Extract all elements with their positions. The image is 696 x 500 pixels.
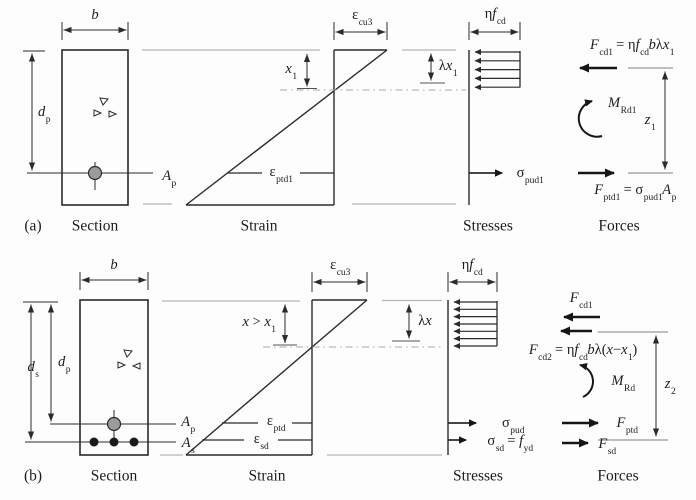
label-b-b: b: [110, 256, 118, 273]
label-ds-b: ds: [27, 358, 39, 380]
panel-a-forces: [577, 63, 673, 178]
panel-b-caption-forces: Forces: [597, 467, 639, 485]
panel-a-stresses: [420, 22, 521, 205]
panel-a-reference-lines: [142, 49, 456, 205]
label-esd-b: εsd: [253, 430, 269, 452]
moment-arc-a: [577, 99, 603, 138]
label-spud1-a: σpud1: [516, 164, 544, 186]
panel-b-caption-section: Section: [90, 467, 138, 485]
label-mrd1-a: MRd1: [608, 94, 637, 116]
label-fcd1-equation-a: Fcd1 = ηfcdbλx1: [589, 36, 675, 58]
aggregate-triangles-b: [117, 349, 141, 370]
label-lx-b: λx: [418, 312, 432, 329]
panel-a-caption-strain: Strain: [240, 217, 278, 235]
label-ssd-equation-b: σsd = fyd: [487, 432, 534, 454]
label-fptd1-equation-a: Fptd1 = σpud1Ap: [594, 181, 677, 203]
panel-a-tag: (a): [24, 217, 42, 235]
panel-b-stresses: [447, 272, 498, 455]
label-mrd-b: MRd: [611, 372, 636, 394]
label-eptd-b: εptd: [266, 412, 286, 434]
label-ap-a: Ap: [162, 167, 177, 189]
panel-a-strain: [185, 22, 466, 206]
moment-arc-b: [579, 363, 594, 398]
label-x-gt-x1-b: x > x1: [242, 313, 277, 335]
label-fcd2-equation-b: Fcd2 = ηfcdbλ(x−x1): [528, 341, 638, 363]
label-ap-b: Ap: [181, 413, 196, 435]
label-lx1-a: λx1: [438, 57, 458, 79]
tendon-ap-a: [87, 165, 103, 181]
label-spud-b: σpud: [501, 414, 525, 436]
label-fptd-b: Fptd: [616, 414, 639, 436]
panel-a-caption-section: Section: [71, 217, 119, 235]
label-fsd-b: Fsd: [598, 435, 617, 457]
label-as-b: As: [181, 434, 195, 456]
label-nfcd-b: ηfcd: [461, 256, 483, 278]
panel-b-caption-strain: Strain: [248, 467, 286, 485]
tendon-ap-b: [106, 416, 122, 432]
label-nfcd-a: ηfcd: [484, 5, 506, 27]
label-ecu3-a: εcu3: [352, 6, 373, 28]
stress-block-arrows-b: [453, 299, 497, 349]
label-ecu3-b: εcu3: [330, 256, 351, 278]
panel-a-caption-forces: Forces: [598, 217, 640, 235]
label-fcd1-b: Fcd1: [569, 289, 593, 311]
label-eptd1-a: εptd1: [269, 163, 293, 185]
stress-block-arrows-a: [474, 49, 520, 91]
label-b-a: b: [91, 6, 99, 23]
panel-b-section: [23, 272, 176, 456]
label-dp-a: dp: [38, 103, 51, 125]
panel-a-caption-stresses: Stresses: [463, 217, 513, 235]
label-x1-a: x1: [285, 60, 298, 82]
panel-b-strain: [185, 272, 443, 456]
panel-a-section: [23, 22, 153, 206]
label-z1-a: z1: [644, 111, 656, 133]
rebar-as-b: [89, 437, 139, 447]
panel-b-reference-lines: [160, 299, 442, 456]
panel-b-tag: (b): [23, 467, 43, 485]
label-z2-b: z2: [664, 375, 676, 397]
panel-b-caption-stresses: Stresses: [453, 467, 503, 485]
aggregate-triangles-a: [93, 97, 118, 118]
panel-b-forces: [560, 312, 668, 448]
label-dp-b: dp: [58, 353, 71, 375]
